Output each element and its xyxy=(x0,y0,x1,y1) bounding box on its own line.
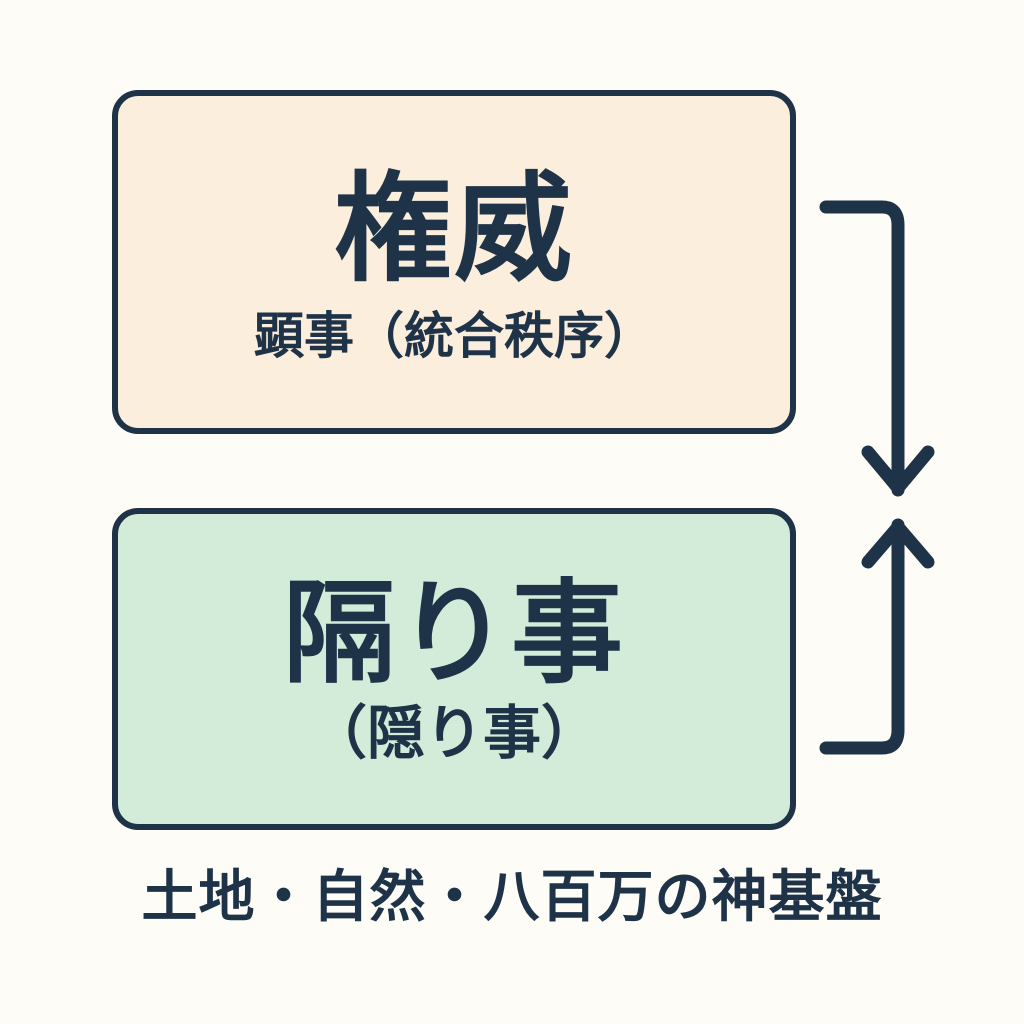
concept-box-hidden-title: 隔り事 xyxy=(283,568,625,699)
bracket-upper-path xyxy=(819,200,905,497)
arrowhead-down-icon xyxy=(861,445,935,495)
bracket-lower-path xyxy=(819,518,905,755)
concept-box-hidden[interactable]: 隔り事 （隠り事） xyxy=(112,508,796,830)
foundation-caption: 土地・自然・八百万の神基盤 xyxy=(141,865,883,930)
arrowhead-up-icon xyxy=(861,520,935,569)
bidirectional-bracket-arrow-icon xyxy=(819,200,935,755)
concept-box-authority[interactable]: 権威 顕事（統合秩序） xyxy=(112,90,796,434)
concept-box-authority-subtitle: 顕事（統合秩序） xyxy=(254,306,654,365)
concept-box-hidden-subtitle: （隠り事） xyxy=(308,699,599,768)
concept-box-authority-title: 権威 xyxy=(333,159,574,298)
